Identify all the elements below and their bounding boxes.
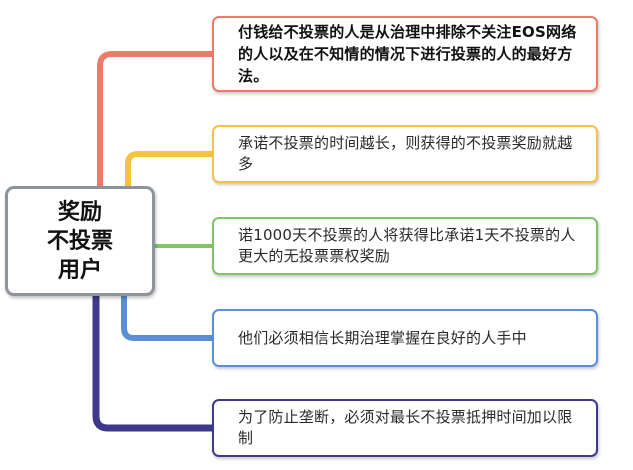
branch-text: 诺1000天不投票的人将获得比承诺1天不投票的人更大的无投票票权奖励	[238, 226, 576, 265]
branch-text: 他们必须相信长期治理掌握在良好的人手中	[238, 328, 527, 347]
root-label: 奖励 不投票 用户	[46, 199, 113, 283]
branch-node-1: 承诺不投票的时间越长，则获得的不投票奖励就越多	[212, 125, 598, 183]
branch-text: 承诺不投票的时间越长，则获得的不投票奖励就越多	[238, 134, 573, 173]
branch-text: 付钱给不投票的人是从治理中排除不关注EOS网络的人以及在不知情的情况下进行投票的…	[238, 23, 577, 85]
connector-line	[121, 293, 217, 341]
connector-line	[125, 151, 217, 189]
branch-node-4: 为了防止垄断，必须对最长不投票抵押时间加以限制	[212, 399, 598, 457]
connector-line	[97, 51, 217, 189]
root-node: 奖励 不投票 用户	[5, 186, 155, 296]
branch-node-2: 诺1000天不投票的人将获得比承诺1天不投票的人更大的无投票票权奖励	[212, 217, 598, 275]
branch-node-0: 付钱给不投票的人是从治理中排除不关注EOS网络的人以及在不知情的情况下进行投票的…	[212, 16, 598, 92]
connector-line	[92, 292, 218, 432]
branch-text: 为了防止垄断，必须对最长不投票抵押时间加以限制	[238, 408, 573, 447]
branch-node-3: 他们必须相信长期治理掌握在良好的人手中	[212, 309, 598, 367]
